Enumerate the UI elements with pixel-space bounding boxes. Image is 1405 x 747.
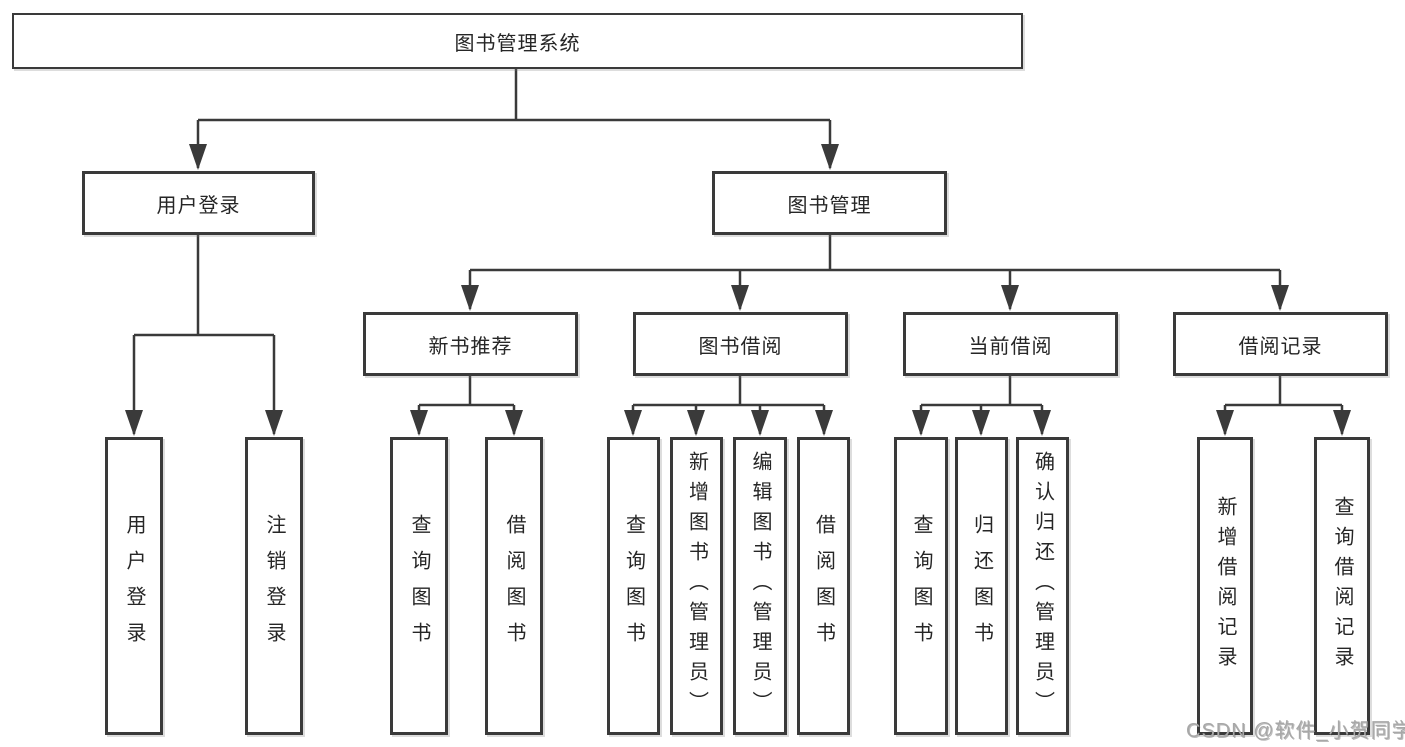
node-label: 借阅图书: [812, 514, 835, 658]
leaf-user-login: 用户登录: [105, 437, 163, 735]
node-library-management-system: 图书管理系统: [12, 13, 1023, 69]
leaf-add-book-admin: 新增图书（管理员）: [670, 437, 723, 735]
node-new-book-recommendation: 新书推荐: [363, 312, 578, 376]
node-borrowing-records: 借阅记录: [1173, 312, 1388, 376]
node-label: 查询借阅记录: [1331, 496, 1353, 676]
leaf-borrow-books-recommend: 借阅图书: [485, 437, 543, 735]
node-label: 编辑图书（管理员）: [749, 451, 771, 721]
node-label: 新增图书（管理员）: [685, 451, 708, 721]
leaf-borrow-books: 借阅图书: [797, 437, 850, 735]
node-user-login: 用户登录: [82, 171, 315, 235]
leaf-add-borrow-record: 新增借阅记录: [1197, 437, 1253, 735]
node-label: 归还图书: [970, 514, 993, 658]
leaf-return-books: 归还图书: [955, 437, 1008, 735]
node-label: 图书管理系统: [454, 32, 581, 55]
leaf-query-books-recommend: 查询图书: [390, 437, 448, 735]
node-label: 借阅图书: [503, 514, 525, 658]
leaf-query-books-current: 查询图书: [894, 437, 948, 735]
node-label: 新书推荐: [428, 335, 513, 358]
node-label: 借阅记录: [1238, 335, 1323, 358]
node-label: 用户登录: [123, 514, 145, 658]
node-label: 用户登录: [156, 194, 241, 217]
node-label: 查询图书: [408, 514, 430, 658]
csdn-watermark: CSDN @软件_小贺同学: [1186, 720, 1405, 742]
node-label: 确认归还（管理员）: [1031, 451, 1054, 721]
leaf-edit-book-admin: 编辑图书（管理员）: [733, 437, 787, 735]
node-book-management: 图书管理: [712, 171, 947, 235]
node-label: 新增借阅记录: [1214, 496, 1236, 676]
node-label: 图书借阅: [698, 335, 783, 358]
leaf-logout: 注销登录: [245, 437, 303, 735]
node-label: 注销登录: [263, 514, 285, 658]
node-book-borrowing: 图书借阅: [633, 312, 848, 376]
node-label: 查询图书: [910, 514, 932, 658]
node-label: 当前借阅: [968, 335, 1053, 358]
leaf-query-borrow-record: 查询借阅记录: [1314, 437, 1370, 735]
leaf-query-books-borrow: 查询图书: [607, 437, 660, 735]
leaf-confirm-return-admin: 确认归还（管理员）: [1016, 437, 1069, 735]
node-label: 图书管理: [787, 194, 872, 217]
node-label: 查询图书: [622, 514, 645, 658]
node-current-borrowing: 当前借阅: [903, 312, 1118, 376]
